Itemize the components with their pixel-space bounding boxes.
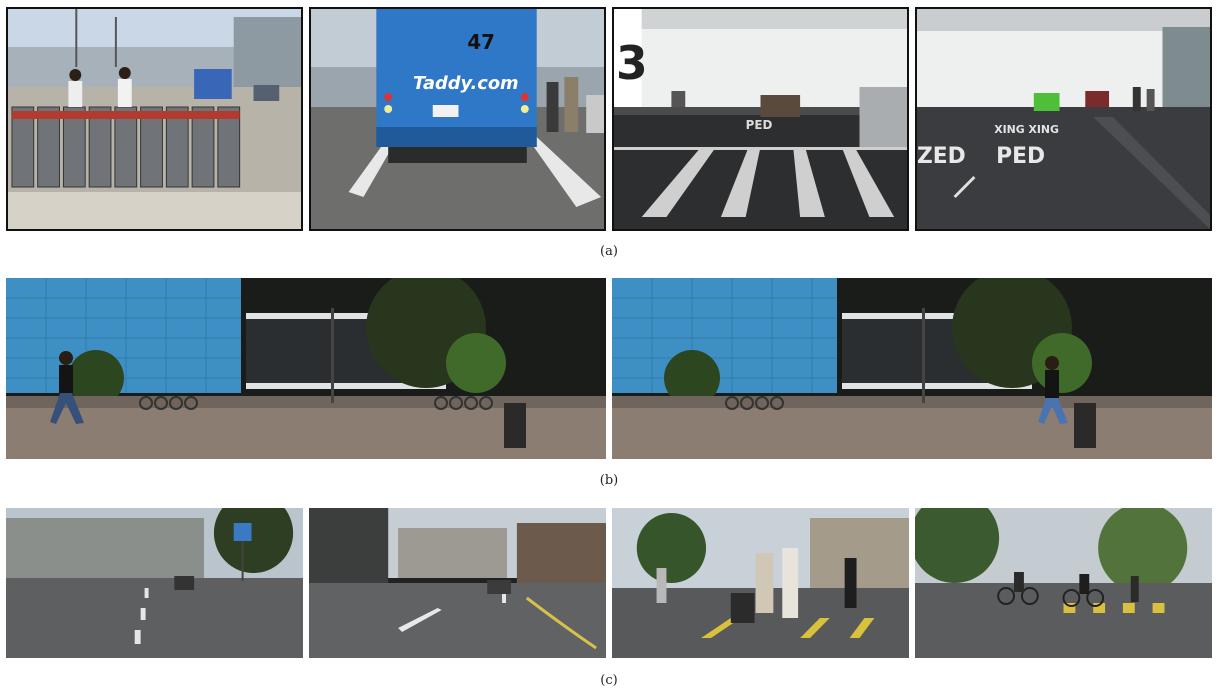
bus-number: 47: [467, 31, 495, 54]
photo-a4-garage-ped-xing: XING XING PED ZED: [915, 7, 1212, 231]
road-marking-ped-a4: PED: [996, 144, 1045, 169]
row-a-photos: 47 Taddy.com 3 PED: [6, 7, 1212, 231]
svg-text:3: 3: [616, 37, 648, 90]
road-marking-xing: XING XING: [994, 123, 1059, 136]
road-marking-ped-a3: PED: [746, 118, 773, 132]
photo-c4-cyclists-crossing: [915, 508, 1212, 658]
road-marking-zed: ZED: [917, 144, 966, 169]
row-b-photos: [6, 278, 1212, 459]
row-c-photos: [6, 508, 1212, 658]
photo-c1-city-street: [6, 508, 303, 658]
photo-b1-plaza-left-pedestrian: [6, 278, 606, 459]
photo-a3-garage-crosswalk: 3 PED: [612, 7, 909, 231]
caption-c: (c): [600, 673, 618, 688]
caption-a: (a): [600, 244, 618, 259]
photo-c3-crosswalk-pedestrians: [612, 508, 909, 658]
bus-ad-text: Taddy.com: [413, 73, 519, 94]
caption-b: (b): [599, 473, 619, 488]
photo-a2-bus-rear: 47 Taddy.com: [309, 7, 606, 231]
photo-a1-luggage-carts: [6, 7, 303, 231]
photo-b2-plaza-right-pedestrian: [612, 278, 1212, 459]
photo-c2-city-intersection: [309, 508, 606, 658]
